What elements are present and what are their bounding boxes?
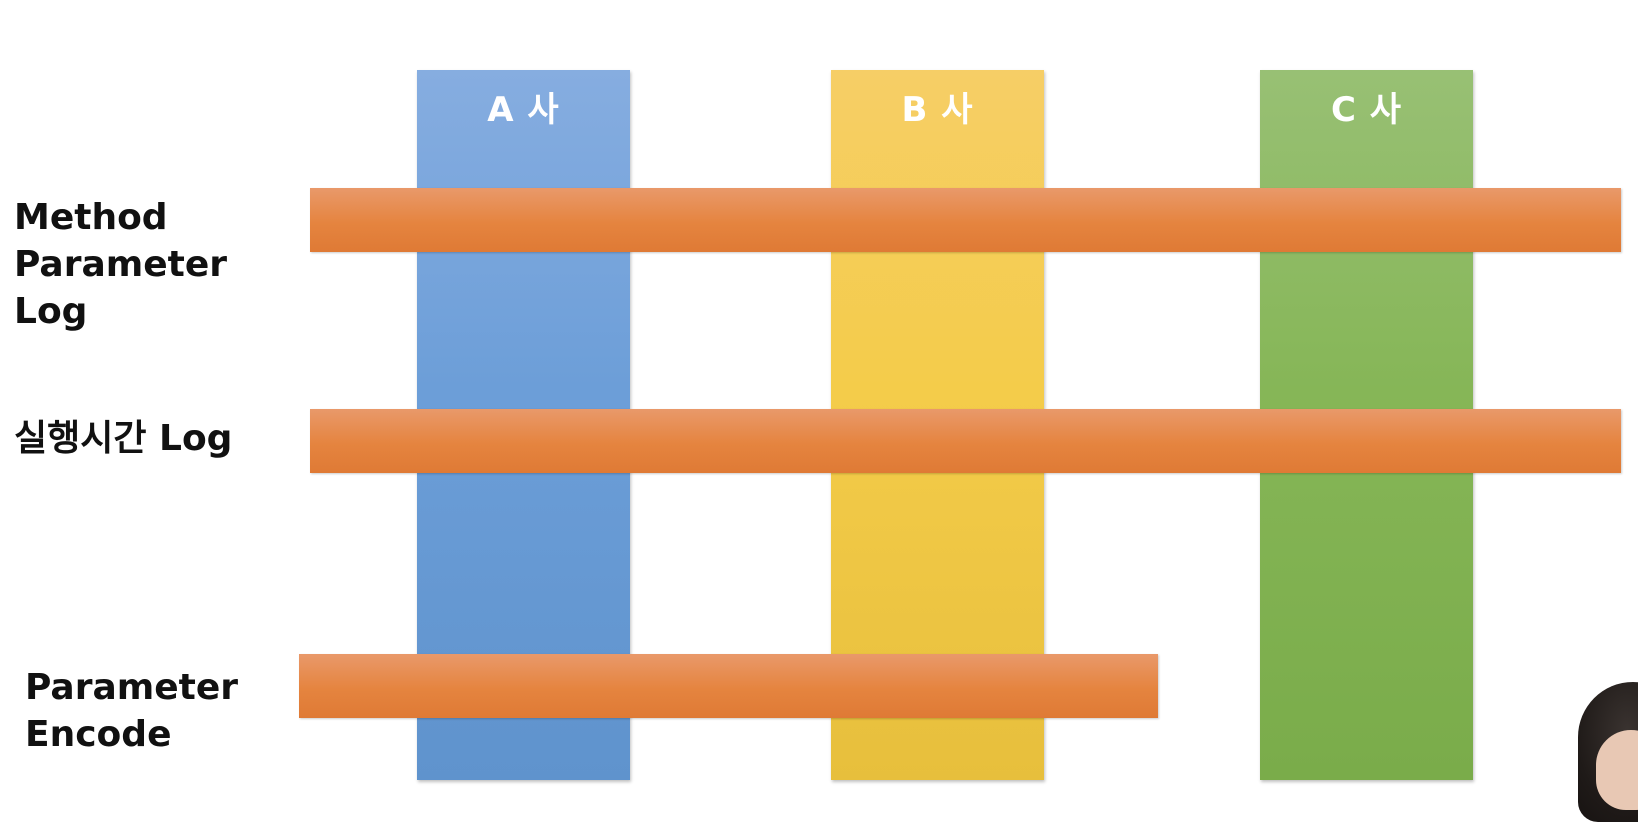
row-label-line: Encode [25,714,172,755]
row-label-line: 실행시간 Log [14,418,233,459]
column-label-a: A 사 [487,90,560,130]
row-label-line: Method [14,197,168,238]
crosscut-bar-execution-time-log [310,409,1621,473]
row-label-method-parameter-log: Method Parameter Log [14,194,227,335]
row-label-execution-time-log: 실행시간 Log [14,415,232,462]
crosscut-bar-parameter-encode [299,654,1158,718]
crosscut-bar-method-parameter-log [310,188,1621,252]
row-label-parameter-encode: Parameter Encode [25,664,238,758]
column-label-b: B 사 [901,90,974,130]
presenter-video-thumbnail [1578,682,1638,822]
row-label-line: Log [14,291,88,332]
presenter-face [1596,730,1638,810]
row-label-line: Parameter [25,667,239,708]
column-label-c: C 사 [1330,90,1403,130]
row-label-line: Parameter [14,244,228,285]
